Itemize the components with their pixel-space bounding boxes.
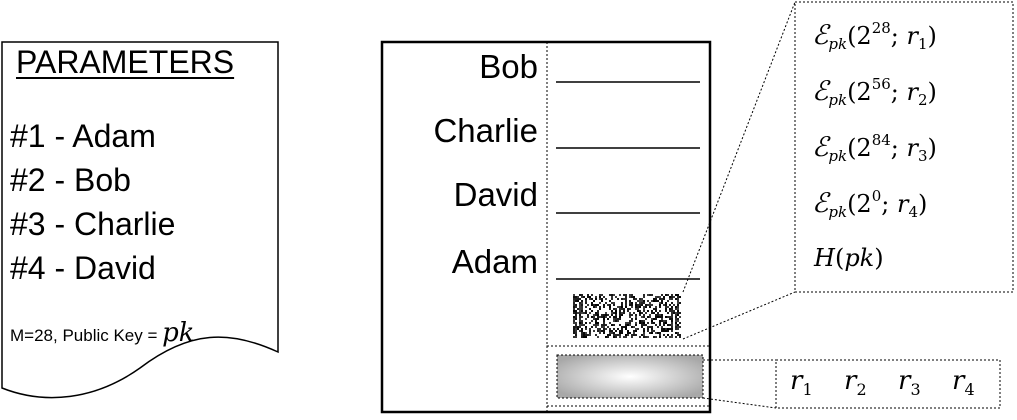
randomness-3: r3 [898, 366, 921, 399]
connector-bottom [682, 291, 796, 340]
parameters-footer: M=28, Public Key = pk [10, 318, 195, 348]
ballot-frame [380, 40, 712, 414]
commitments-box [794, 1, 1014, 293]
randomness-1: r1 [790, 366, 813, 399]
ballot-name-2: Charlie [433, 112, 538, 149]
footer-label: M=28, Public Key = [10, 326, 163, 345]
parameters-sheet [1, 41, 279, 399]
scratch-frame [546, 345, 711, 407]
ballot-name-4: Adam [451, 243, 538, 280]
parameters-title: PARAMETERS [16, 44, 235, 80]
hash-of-public-key: H(pk) [814, 244, 884, 272]
connector-top [682, 1, 796, 293]
commitment-2: ℰpk(256; r2) [812, 75, 937, 109]
parameter-item-1: #1 - Adam [10, 118, 156, 154]
parameter-item-4: #4 - David [10, 250, 156, 286]
public-key-symbol: pk [162, 318, 195, 348]
randomness-4: r4 [952, 366, 975, 399]
parameter-item-2: #2 - Bob [10, 162, 131, 198]
ballot-name-1: Bob [479, 48, 538, 85]
randomness-2: r2 [844, 366, 867, 399]
connector-r-bottom [702, 397, 777, 409]
commitment-1: ℰpk(228; r1) [812, 19, 937, 53]
commitment-4: ℰpk(20; r4) [812, 187, 928, 221]
ballot-name-3: David [453, 176, 538, 213]
commitment-3: ℰpk(284; r3) [812, 131, 937, 165]
scratch-off-area [556, 354, 704, 399]
barcode [573, 294, 681, 338]
randomness-box [775, 359, 1001, 409]
parameter-item-3: #3 - Charlie [10, 206, 176, 242]
